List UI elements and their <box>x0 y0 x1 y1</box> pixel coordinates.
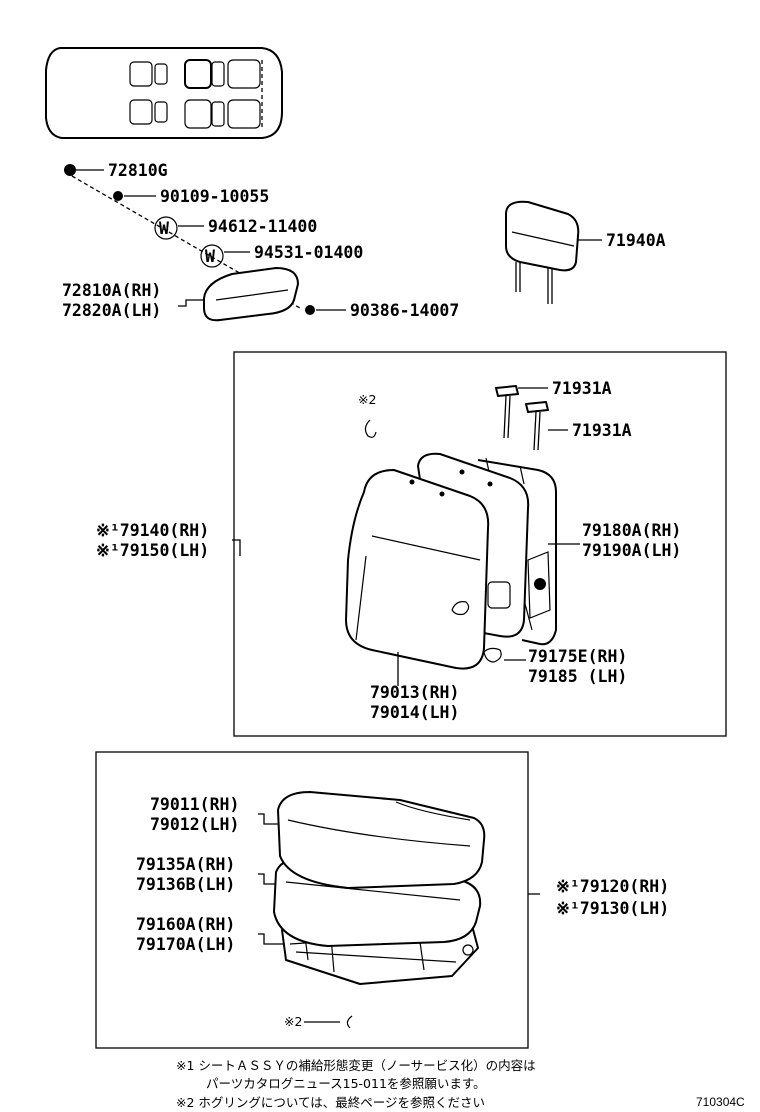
label-79180A-RH: 79180A(RH) <box>582 521 681 540</box>
label-79150-LH: ※¹79150(LH) <box>96 541 209 560</box>
label-79014-LH: 79014(LH) <box>370 703 459 722</box>
label-79185-LH: 79185 (LH) <box>528 667 627 686</box>
label-72810A-RH: 72810A(RH) <box>62 281 161 300</box>
label-79011-RH: 79011(RH) <box>150 795 239 814</box>
armrest-group: 72810G 90109-10055 W 94612-11400 W 94531… <box>62 161 459 322</box>
washer-letter: W <box>205 247 215 266</box>
seat-back-cover-79013 <box>345 469 490 670</box>
label-71940A: 71940A <box>606 231 666 250</box>
cap-72810G <box>64 164 76 176</box>
seat-back-group: 71931A 71931A ※2 ※¹79140(RH) ※¹79150( <box>96 379 681 722</box>
washer-94612 <box>154 216 178 240</box>
label-79175E-RH: 79175E(RH) <box>528 647 627 666</box>
label-79135A-RH: 79135A(RH) <box>136 855 235 874</box>
hog-ring-top <box>364 419 377 438</box>
note-1-line-1: ※1 シートＡＳＳＹの補給形態変更（ノーサービス化）の内容は <box>176 1058 536 1073</box>
hog-ring-mark-top: ※2 <box>358 392 376 407</box>
label-79190A-LH: 79190A(LH) <box>582 541 681 560</box>
screw-90386 <box>305 305 315 315</box>
label-79140-RH: ※¹79140(RH) <box>96 521 209 540</box>
label-71931A-upper: 71931A <box>552 379 612 398</box>
washer-94531 <box>200 244 224 268</box>
armrest-part <box>203 267 299 322</box>
note-1-line-2: パーツカタログニュース15-011を参照願います。 <box>206 1076 486 1091</box>
label-94612-11400: 94612-11400 <box>208 217 317 236</box>
washer-letter: W <box>159 219 169 238</box>
vehicle-seat-location-icon <box>45 47 283 139</box>
label-79013-RH: 79013(RH) <box>370 683 459 702</box>
headrest-group: 71940A <box>505 200 666 304</box>
headrest-support-71931A-1 <box>495 385 519 439</box>
label-72810G: 72810G <box>108 161 168 180</box>
label-79170A-LH: 79170A(LH) <box>136 935 235 954</box>
label-79120-RH: ※¹79120(RH) <box>556 877 669 896</box>
label-71931A-lower: 71931A <box>572 421 632 440</box>
seat-cushion-cover-79011 <box>277 791 486 889</box>
footnotes: ※1 シートＡＳＳＹの補給形態変更（ノーサービス化）の内容は パーツカタログニュ… <box>176 1058 745 1110</box>
bolt-90109 <box>113 191 123 201</box>
seat-cushion-group: 79011(RH) 79012(LH) 79135A(RH) 79136B(LH… <box>136 791 669 1029</box>
label-79136B-LH: 79136B(LH) <box>136 875 235 894</box>
hog-ring-mark-bottom: ※2 <box>284 1014 302 1029</box>
clip-79175E <box>483 647 502 663</box>
hog-ring-bottom <box>346 1015 353 1029</box>
label-79160A-RH: 79160A(RH) <box>136 915 235 934</box>
label-90386-14007: 90386-14007 <box>350 301 459 320</box>
headrest-support-71931A-2 <box>525 401 549 451</box>
label-79130-LH: ※¹79130(LH) <box>556 899 669 918</box>
label-90109-10055: 90109-10055 <box>160 187 269 206</box>
headrest-part <box>505 200 580 272</box>
label-72820A-LH: 72820A(LH) <box>62 301 161 320</box>
label-94531-01400: 94531-01400 <box>254 243 363 262</box>
note-2-line-1: ※2 ホグリングについては、最終ページを参照ください <box>176 1095 485 1110</box>
seat-back-box <box>233 351 727 737</box>
seat-cushion-box <box>95 751 529 1049</box>
label-79012-LH: 79012(LH) <box>150 815 239 834</box>
diagram-code: 710304C <box>696 1095 745 1109</box>
